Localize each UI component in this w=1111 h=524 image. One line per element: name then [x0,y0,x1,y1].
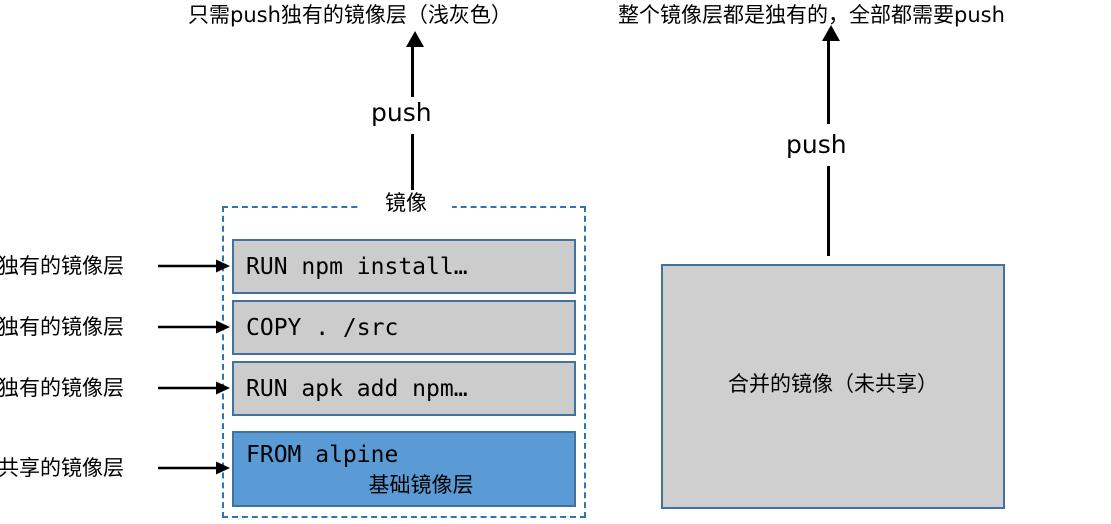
image-layer-run-apk-add-npm[interactable]: RUN apk add npm… [232,361,576,416]
caption-right-push-all-layers: 整个镜像层都是独有的，全部都需要push [618,3,1005,27]
side-label-shared-layer: 共享的镜像层 [0,456,124,480]
push-arrow-right-upper-shaft-icon [827,39,830,124]
side-arrow-1-icon [158,259,230,273]
push-arrow-left-head-icon [406,31,424,47]
push-arrow-left-lower-shaft-icon [411,134,414,190]
merged-image-label: 合并的镜像（未共享） [728,372,938,396]
image-layer-copy-src[interactable]: COPY . /src [232,300,576,355]
image-layer-code: RUN npm install… [246,253,468,280]
image-container-title-gap [360,198,452,216]
image-layer-from-alpine[interactable]: FROM alpine 基础镜像层 [232,431,576,507]
image-layer-run-npm-install[interactable]: RUN npm install… [232,239,576,294]
push-arrow-left-upper-shaft-icon [411,45,414,97]
push-arrow-right-head-icon [822,25,840,41]
caption-left-push-unique-layers: 只需push独有的镜像层（浅灰色） [188,3,512,27]
side-label-unique-layer-1: 独有的镜像层 [0,254,124,278]
image-layer-code: COPY . /src [246,314,399,341]
image-container-title: 镜像 [385,191,427,215]
merged-image-box[interactable] [661,264,1005,509]
side-arrow-2-icon [158,320,230,334]
push-label-left: push [371,98,432,127]
side-label-unique-layer-3: 独有的镜像层 [0,376,124,400]
side-label-unique-layer-2: 独有的镜像层 [0,315,124,339]
side-arrow-3-icon [158,381,230,395]
image-layer-base-subtitle: 基础镜像层 [368,473,474,497]
image-layer-code: RUN apk add npm… [246,375,468,402]
push-label-right: push [786,130,847,159]
image-layer-code: FROM alpine [246,442,399,468]
side-arrow-4-icon [158,461,230,475]
push-arrow-right-lower-shaft-icon [827,166,830,256]
